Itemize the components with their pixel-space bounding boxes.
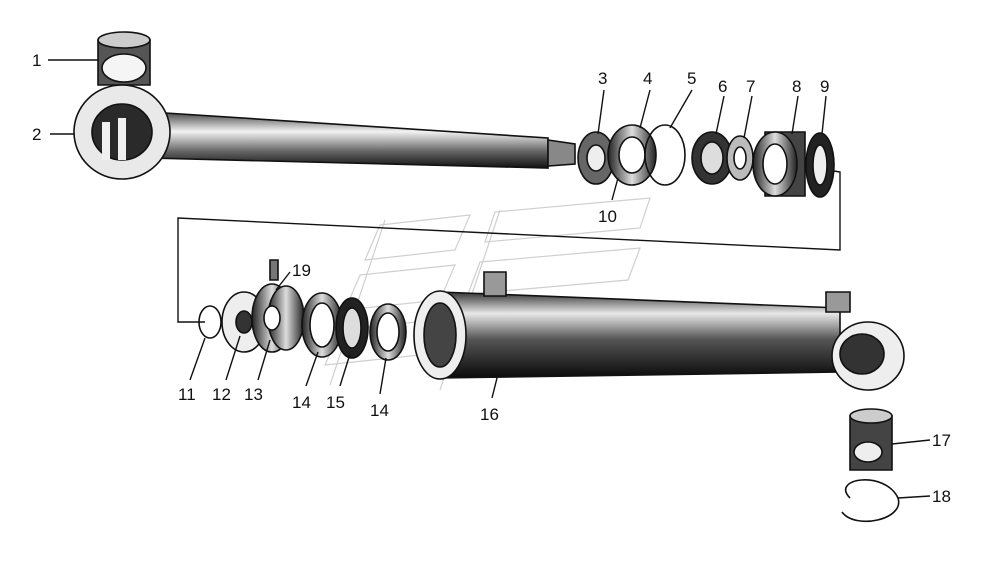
callout-13: 13 <box>244 385 263 404</box>
callout-2: 2 <box>32 125 41 144</box>
callout-1: 1 <box>32 51 41 70</box>
part-19-screw <box>269 259 279 281</box>
part-11-o-ring <box>198 305 222 339</box>
part-8-guide-sleeve <box>752 131 806 197</box>
callout-3: 3 <box>598 69 607 88</box>
part-4-ring <box>607 124 657 186</box>
part-9-seal <box>805 132 835 198</box>
part-3-nut <box>577 131 615 185</box>
part-6-sleeve <box>691 131 733 185</box>
part-14-ring-a <box>301 292 343 358</box>
callout-8: 8 <box>792 77 801 96</box>
callout-11: 11 <box>178 385 196 404</box>
callout-7: 7 <box>746 77 755 96</box>
part-13-piston <box>251 283 305 353</box>
callout-12: 12 <box>212 385 231 404</box>
part-16-cylinder-barrel <box>413 271 905 391</box>
callout-19: 19 <box>292 261 311 280</box>
callout-10: 10 <box>598 207 617 226</box>
callout-4: 4 <box>643 69 652 88</box>
leader-lines <box>48 59 931 499</box>
callout-14-right: 14 <box>370 401 389 420</box>
part-7-washer <box>726 135 754 181</box>
callout-18: 18 <box>932 487 951 506</box>
part-14-ring-b <box>369 303 407 361</box>
part-18-circlip <box>841 479 900 522</box>
part-5-o-ring <box>644 124 686 186</box>
part-1-bushing <box>97 31 151 86</box>
assembly-leader-line <box>177 169 841 323</box>
callout-17: 17 <box>932 431 951 450</box>
part-17-bushing <box>849 408 893 471</box>
callout-14-left: 14 <box>292 393 311 412</box>
callout-15: 15 <box>326 393 345 412</box>
callout-9: 9 <box>820 77 829 96</box>
callout-16: 16 <box>480 405 499 424</box>
callout-6: 6 <box>718 77 727 96</box>
part-2-piston-rod <box>73 84 576 180</box>
part-15-seal <box>335 297 369 359</box>
callout-5: 5 <box>687 69 696 88</box>
